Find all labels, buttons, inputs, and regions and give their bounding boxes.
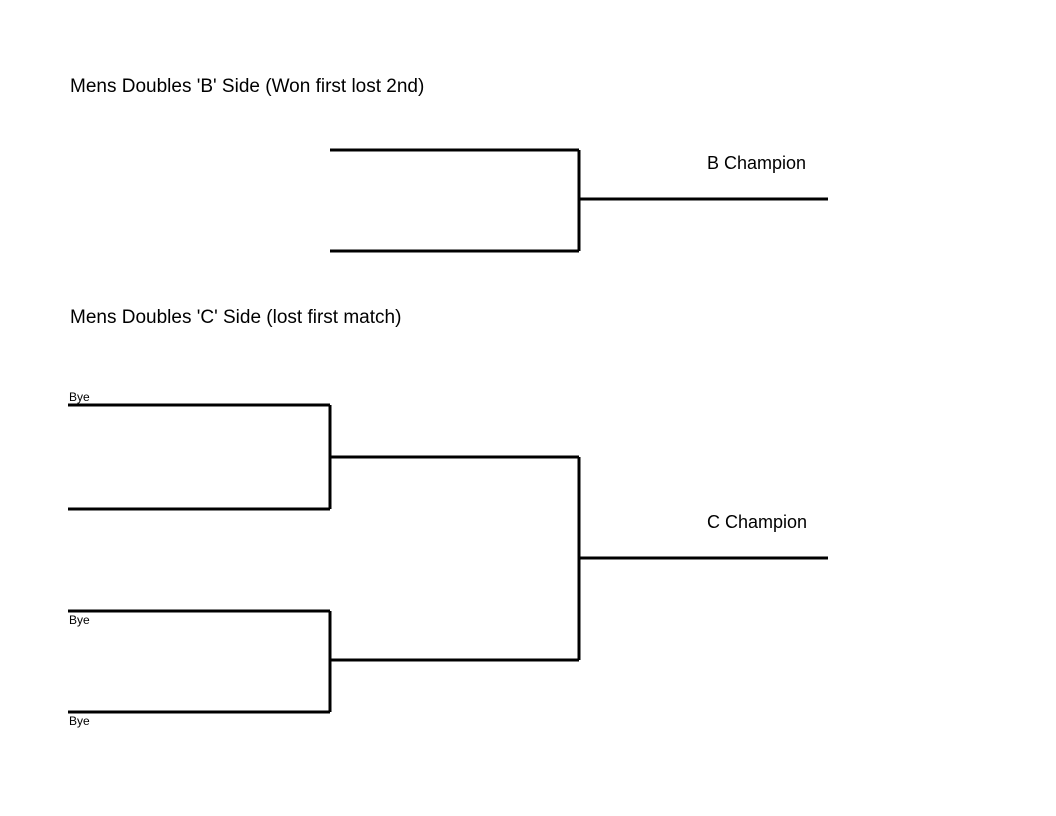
section-heading-c-side: Mens Doubles 'C' Side (lost first match): [70, 307, 402, 328]
bracket-group-b-side: [330, 148, 828, 253]
seed-label-bye-2: Bye: [69, 613, 90, 627]
section-heading-b-side: Mens Doubles 'B' Side (Won first lost 2n…: [70, 76, 425, 97]
champion-label-b: B Champion: [707, 153, 807, 173]
bracket-group-c-side: [68, 403, 828, 714]
champion-label-c: C Champion: [707, 512, 808, 532]
seed-label-bye-1: Bye: [69, 390, 90, 404]
seed-label-bye-3: Bye: [69, 714, 90, 728]
